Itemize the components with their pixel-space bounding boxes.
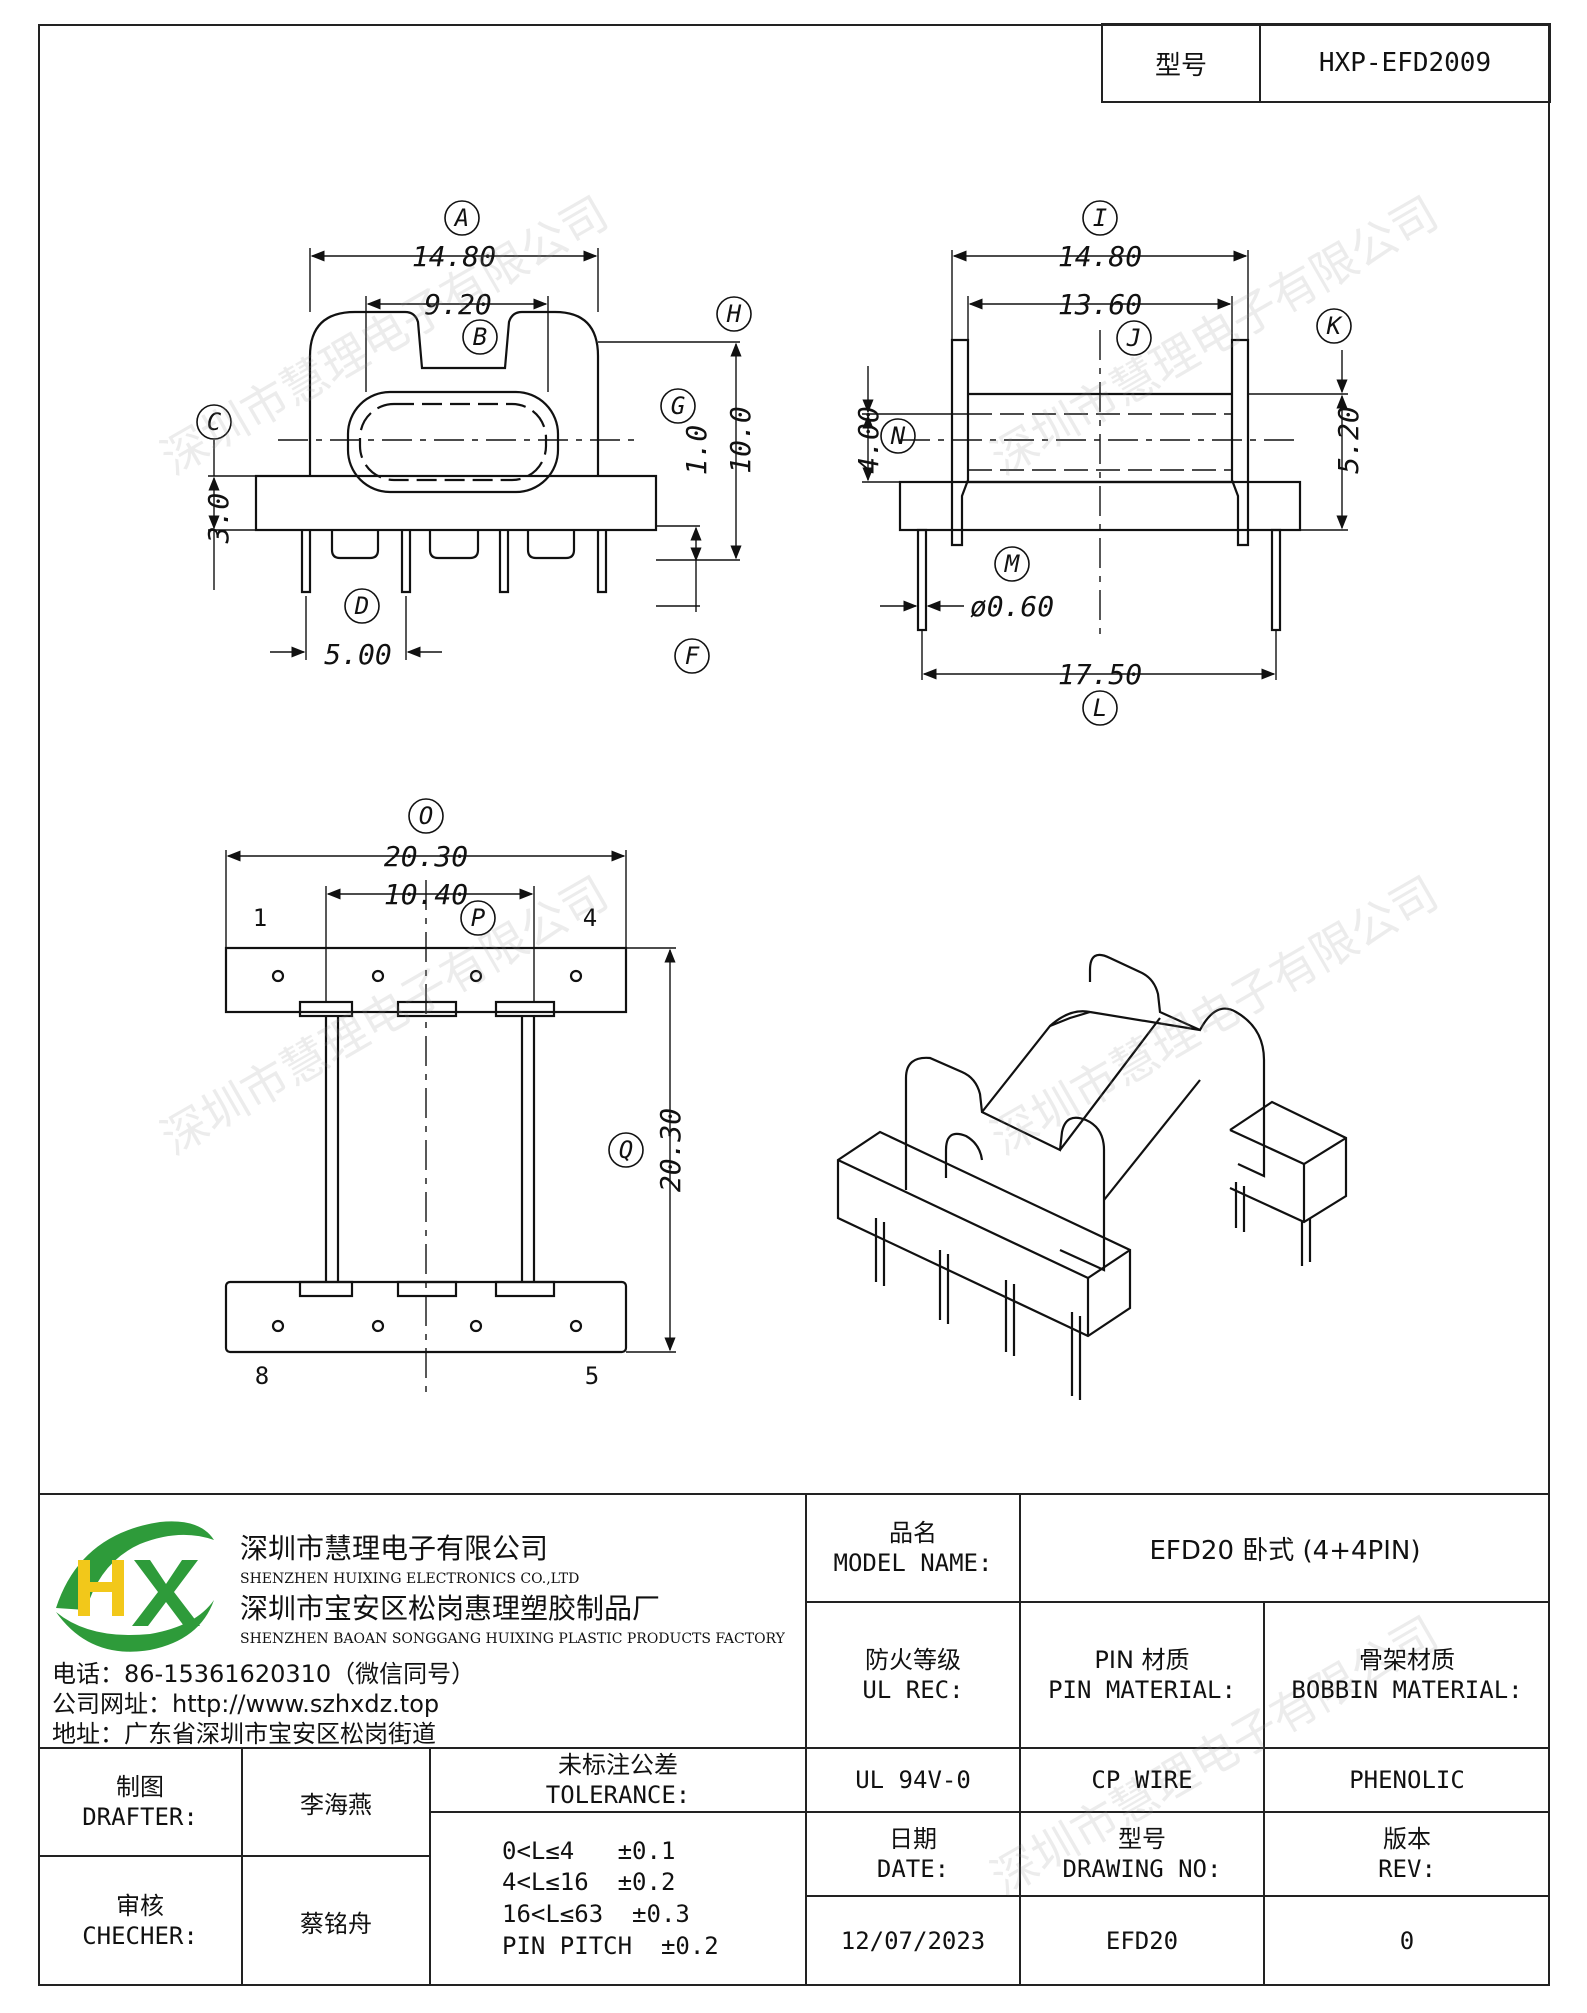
date-label-cn: 日期 <box>889 1825 937 1853</box>
dim-a-value: 14.80 <box>412 240 496 273</box>
dim-k-value: 5.20 <box>1332 406 1365 473</box>
checker-label-en: CHECHER: <box>82 1922 198 1950</box>
bobbin-material-label-cn: 骨架材质 <box>1359 1646 1455 1674</box>
dim-g-value: 1.0 <box>680 425 713 476</box>
label-h: H <box>726 300 742 328</box>
dim-d-value: 5.00 <box>324 638 391 671</box>
drawing-no-label: 型号 DRAWING NO: <box>1020 1812 1264 1896</box>
dim-h-value: 10.0 <box>724 406 757 473</box>
tolerance-label-en: TOLERANCE: <box>545 1781 691 1809</box>
bottom-view <box>224 880 628 1400</box>
label-b: B <box>473 323 487 351</box>
dim-q-value: 20.30 <box>654 1108 687 1192</box>
label-f: F <box>685 642 700 670</box>
factory-name-cn: 深圳市宝安区松岗惠理塑胶制品厂 <box>240 1592 661 1625</box>
dim-n-value: 4.00 <box>852 406 885 473</box>
label-c: C <box>207 408 222 436</box>
checker-value: 蔡铭舟 <box>300 1909 372 1938</box>
front-view <box>254 310 658 594</box>
label-l: L <box>1093 694 1107 722</box>
tolerance-label: 未标注公差 TOLERANCE: <box>430 1748 806 1812</box>
model-name-value: EFD20 卧式 (4+4PIN) <box>1149 1535 1421 1566</box>
bobbin-material-label: 骨架材质 BOBBIN MATERIAL: <box>1264 1602 1550 1748</box>
fire-rating-label: 防火等级 UL REC: <box>806 1602 1020 1748</box>
company-website[interactable]: 公司网址：http://www.szhxdz.top <box>52 1689 440 1718</box>
label-j: J <box>1126 324 1141 352</box>
label-p: P <box>471 904 486 932</box>
pin-number-5: 5 <box>585 1362 599 1390</box>
drawing-sheet <box>38 24 1550 1986</box>
bobbin-material-label-en: BOBBIN MATERIAL: <box>1291 1676 1523 1704</box>
checker-label: 审核 CHECHER: <box>38 1856 242 1986</box>
pin-number-8: 8 <box>255 1362 269 1390</box>
drafter-label-en: DRAFTER: <box>82 1803 198 1831</box>
date-label-en: DATE: <box>876 1855 950 1883</box>
fire-rating-label-en: UL REC: <box>862 1676 964 1704</box>
pin-material-label-en: PIN MATERIAL: <box>1048 1676 1236 1704</box>
drawing-no-label-en: DRAWING NO: <box>1062 1855 1222 1883</box>
drafter-value: 李海燕 <box>300 1790 372 1819</box>
rev-value: 0 <box>1399 1927 1415 1955</box>
label-a: A <box>453 204 469 232</box>
company-name-cn: 深圳市慧理电子有限公司 <box>240 1532 549 1565</box>
label-i: I <box>1093 204 1107 232</box>
date-value: 12/07/2023 <box>840 1927 986 1955</box>
drawing-no-value: EFD20 <box>1105 1927 1179 1955</box>
dim-i-value: 14.80 <box>1058 240 1142 273</box>
label-g: G <box>671 392 685 420</box>
tolerance-row: 4<L≤16 ±0.2 <box>502 1868 676 1897</box>
label-o: O <box>419 802 433 830</box>
checker-label-cn: 审核 <box>116 1892 164 1920</box>
side-view <box>898 330 1302 640</box>
dim-l-value: 17.50 <box>1058 658 1142 691</box>
model-name-label-cn: 品名 <box>889 1519 937 1547</box>
pin-number-4: 4 <box>583 904 597 932</box>
model-label: 型号 <box>1154 50 1207 81</box>
bobbin-material-value: PHENOLIC <box>1349 1766 1465 1794</box>
pin-material-value: CP WIRE <box>1091 1766 1193 1794</box>
tolerance-row: 16<L≤63 ±0.3 <box>502 1900 690 1928</box>
rev-label-cn: 版本 <box>1383 1825 1431 1853</box>
dim-b-value: 9.20 <box>424 288 491 321</box>
factory-name-en: SHENZHEN BAOAN SONGGANG HUIXING PLASTIC … <box>240 1631 785 1647</box>
dim-c-value: 3.0 <box>202 493 235 545</box>
label-d: D <box>354 592 369 620</box>
pin-material-label: PIN 材质 PIN MATERIAL: <box>1020 1602 1264 1748</box>
label-n: N <box>890 422 906 450</box>
dim-p-value: 10.40 <box>384 878 468 911</box>
model-name-label: 品名 MODEL NAME: <box>806 1494 1020 1602</box>
tolerance-label-cn: 未标注公差 <box>558 1751 678 1779</box>
company-phone: 电话：86-15361620310（微信同号） <box>52 1659 476 1688</box>
fire-rating-label-cn: 防火等级 <box>865 1646 961 1674</box>
fire-rating-value: UL 94V-0 <box>855 1766 971 1794</box>
label-m: M <box>1004 550 1021 578</box>
drafter-label-cn: 制图 <box>116 1773 164 1801</box>
tolerance-list: 0<L≤4 ±0.1 4<L≤16 ±0.2 16<L≤63 ±0.3 PIN … <box>430 1812 806 1986</box>
model-name-label-en: MODEL NAME: <box>833 1549 993 1577</box>
company-logo <box>56 1521 214 1652</box>
rev-label-en: REV: <box>1378 1855 1436 1883</box>
pin-material-label-cn: PIN 材质 <box>1094 1646 1190 1674</box>
label-q: Q <box>619 1136 633 1164</box>
rev-label: 版本 REV: <box>1264 1812 1550 1896</box>
company-name-en: SHENZHEN HUIXING ELECTRONICS CO.,LTD <box>240 1571 580 1587</box>
model-value: HXP-EFD2009 <box>1318 48 1492 78</box>
date-label: 日期 DATE: <box>806 1812 1020 1896</box>
pin-number-1: 1 <box>253 904 267 932</box>
dim-m-value: ø0.60 <box>970 590 1054 623</box>
isometric-view <box>836 953 1348 1400</box>
drafter-label: 制图 DRAFTER: <box>38 1748 242 1856</box>
company-address: 地址：广东省深圳市宝安区松岗街道 <box>52 1719 436 1748</box>
label-k: K <box>1326 312 1343 340</box>
dim-o-value: 20.30 <box>384 840 468 873</box>
dim-j-value: 13.60 <box>1058 288 1142 321</box>
tolerance-row: 0<L≤4 ±0.1 <box>502 1836 676 1865</box>
drawing-no-label-cn: 型号 <box>1118 1825 1166 1853</box>
tolerance-row: PIN PITCH ±0.2 <box>502 1931 719 1960</box>
